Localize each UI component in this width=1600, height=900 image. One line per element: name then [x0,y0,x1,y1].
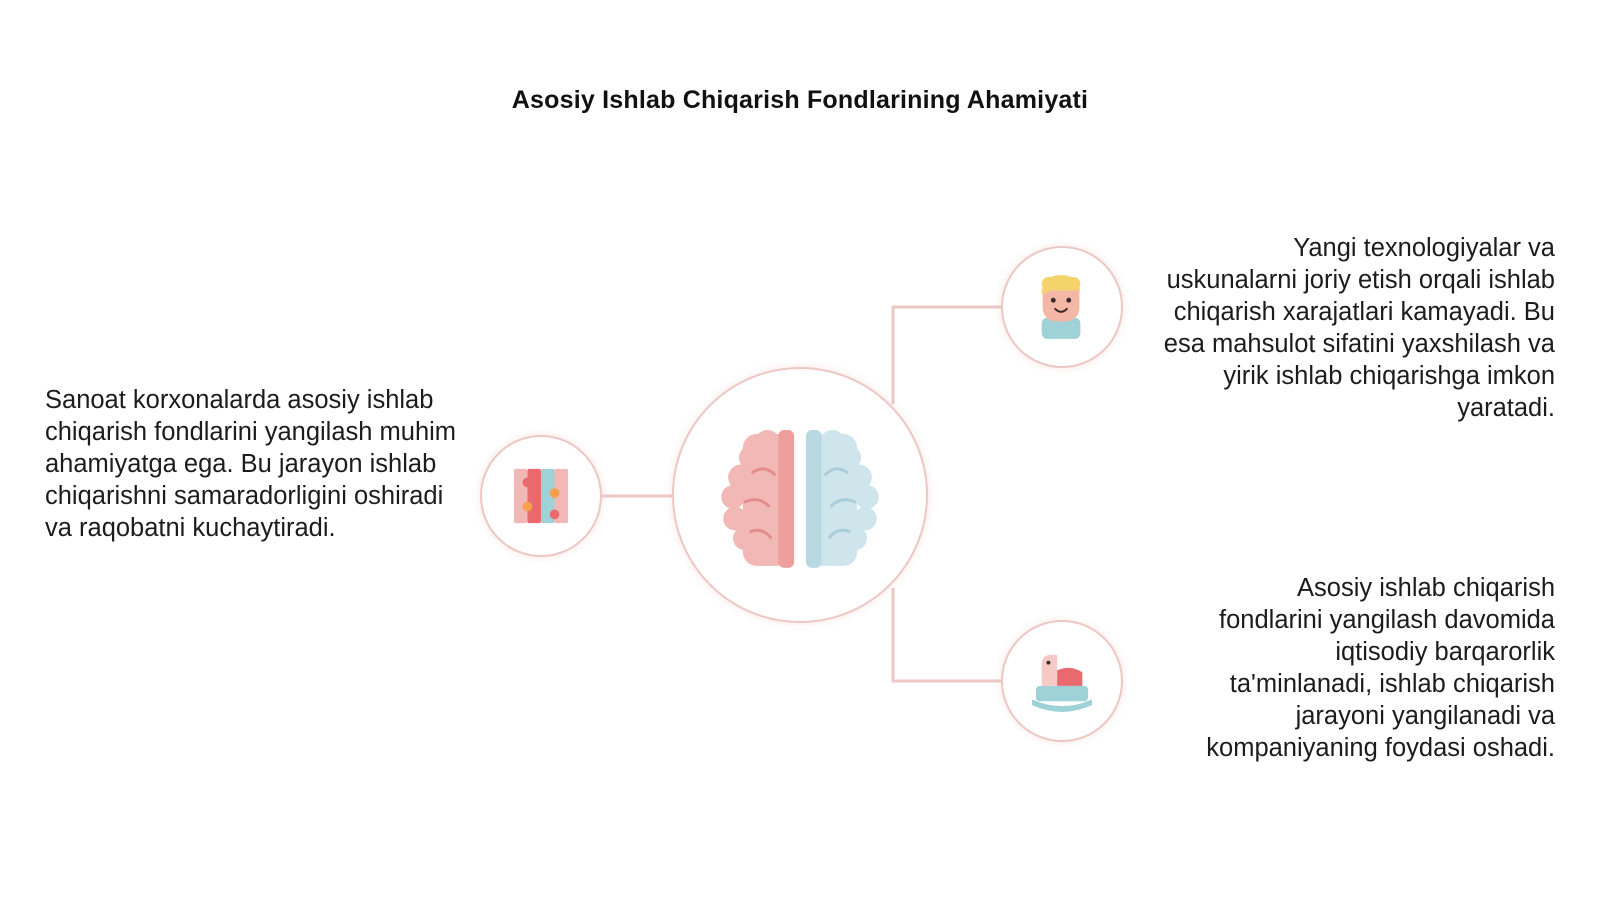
connector-bottom-right [891,588,1001,683]
bottom-right-node [1001,620,1123,742]
left-node [480,435,602,557]
connector-top-right [891,305,1001,404]
top-right-node [1001,246,1123,368]
diagram-title: Asosiy Ishlab Chiqarish Fondlarining Aha… [511,86,1089,114]
rocking-horse-icon [1032,654,1092,712]
brain-icon [721,430,879,568]
top-right-description: Yangi texnologiyalar va uskunalarni jori… [1163,234,1555,422]
puzzle-blocks-icon [513,468,569,524]
center-node [672,367,928,623]
brain-right-hemisphere [805,430,879,568]
bottom-right-description: Asosiy ishlab chiqarish fondlarini yangi… [1206,574,1555,762]
child-face-icon [1041,275,1081,339]
left-description: Sanoat korxonalarda asosiy ishlab chiqar… [45,386,457,542]
brain-left-hemisphere [721,430,795,568]
